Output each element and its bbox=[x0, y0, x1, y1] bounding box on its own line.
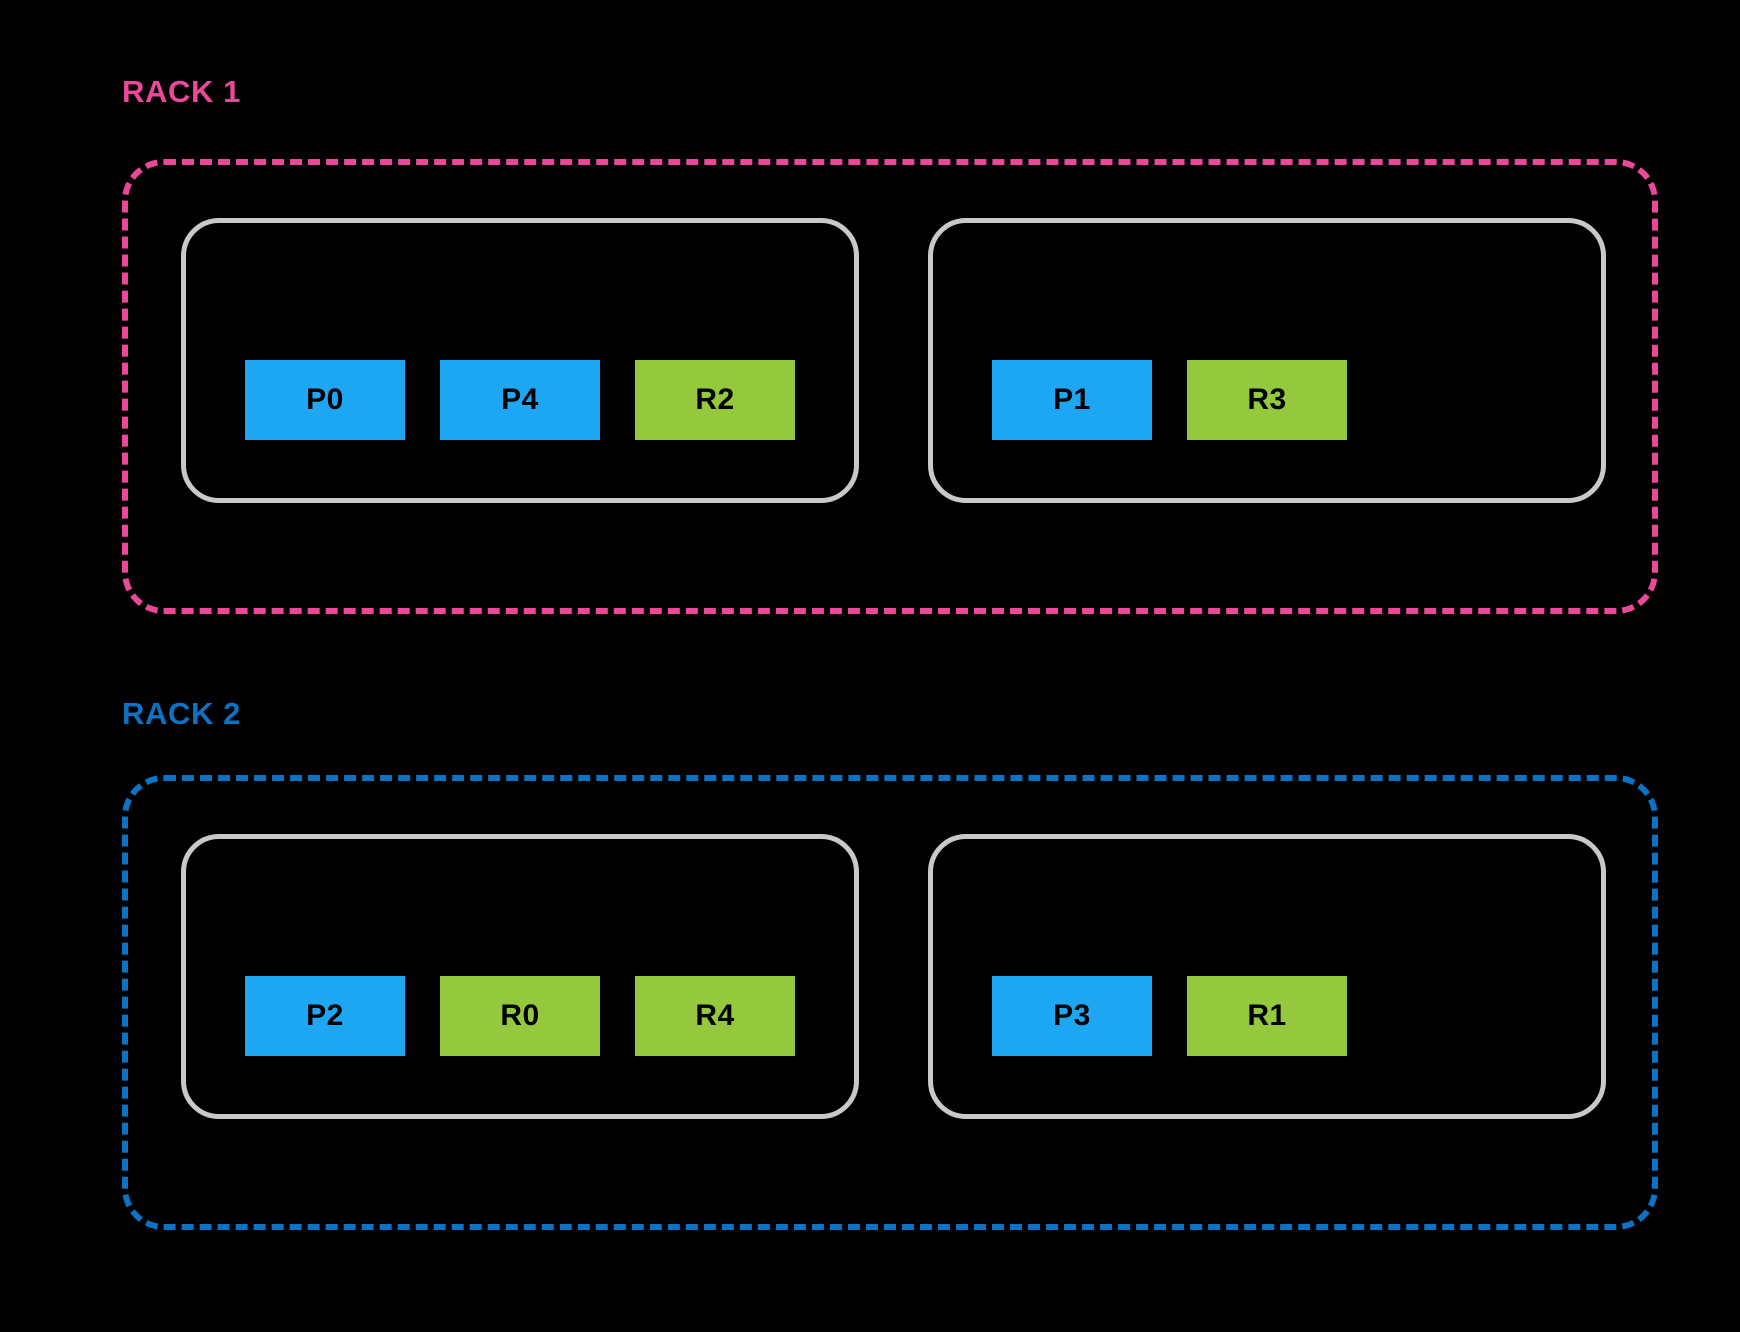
partition-slot[interactable]: R0 bbox=[440, 976, 600, 1056]
partition-slot[interactable]: P4 bbox=[440, 360, 600, 440]
rack2-node2-slots: P3 R1 bbox=[933, 976, 1601, 1056]
rack1-node2-slots: P1 R3 bbox=[933, 360, 1601, 440]
partition-slot[interactable]: P0 bbox=[245, 360, 405, 440]
rack-label-1: RACK 1 bbox=[122, 74, 242, 109]
partition-slot[interactable]: P1 bbox=[992, 360, 1152, 440]
partition-slot[interactable]: R3 bbox=[1187, 360, 1347, 440]
rack-boundary-2 bbox=[122, 775, 1658, 1230]
partition-slot[interactable]: P2 bbox=[245, 976, 405, 1056]
partition-slot[interactable]: R2 bbox=[635, 360, 795, 440]
partition-slot[interactable]: R4 bbox=[635, 976, 795, 1056]
rack2-node2[interactable]: P3 R1 bbox=[928, 834, 1606, 1119]
rack1-node1-slots: P0 P4 R2 bbox=[186, 360, 854, 440]
rack-group-1: RACK 1 P0 P4 R2 P1 R3 bbox=[0, 0, 1740, 640]
rack1-node2[interactable]: P1 R3 bbox=[928, 218, 1606, 503]
partition-slot[interactable]: R1 bbox=[1187, 976, 1347, 1056]
rack2-node1[interactable]: P2 R0 R4 bbox=[181, 834, 859, 1119]
rack-label-2: RACK 2 bbox=[122, 696, 242, 731]
rack-boundary-1 bbox=[122, 159, 1658, 614]
partition-slot[interactable]: P3 bbox=[992, 976, 1152, 1056]
rack1-node1[interactable]: P0 P4 R2 bbox=[181, 218, 859, 503]
rack2-node1-slots: P2 R0 R4 bbox=[186, 976, 854, 1056]
